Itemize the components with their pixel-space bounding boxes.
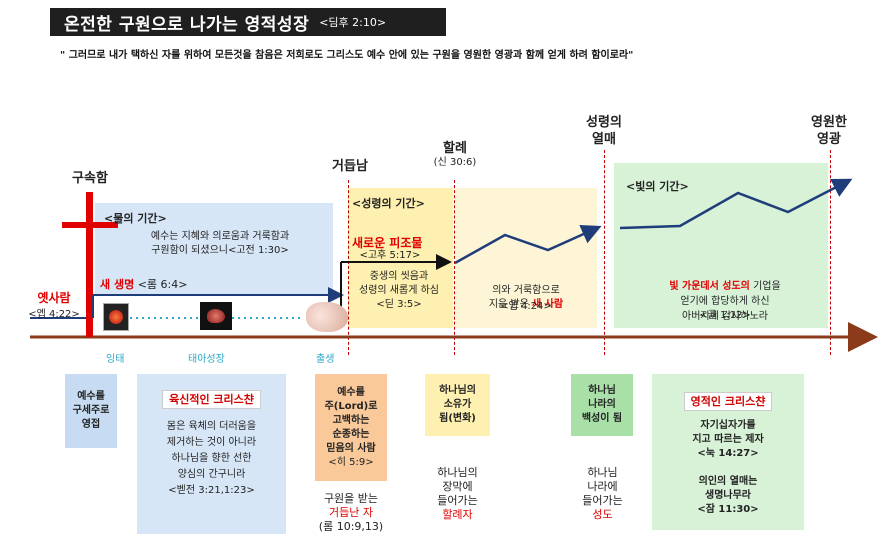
spirit-period-label: <성령의 기간>	[352, 197, 425, 210]
new-creation-ref: <고후 5:17>	[359, 250, 421, 261]
saint-caption: 하나님 나라에 들어가는 성도	[582, 466, 623, 521]
divider-eternal-glory	[830, 150, 831, 355]
box-confess-lord: 예수를 주(Lord)로 고백하는 순종하는 믿음의 사람 <히 5:9>	[315, 374, 387, 481]
page-title: 온전한 구원으로 나가는 영적성장	[64, 14, 310, 35]
fetus-icon	[200, 302, 232, 330]
label-redeemed: 구속함	[72, 171, 108, 186]
spiritual-christian-text: 자기십자가를 지고 따르는 제자 <눅 14:27> 의인의 열매는 생명나무라…	[692, 420, 764, 515]
box-spiritual-christian: 영적인 크리스챤 자기십자가를 지고 따르는 제자 <눅 14:27> 의인의 …	[652, 374, 804, 530]
quote-text: " 그러므로 내가 택하신 자를 위하여 모든것을 참음은 저희로도 그리스도 …	[60, 50, 634, 61]
circumcised-caption: 하나님의 장막에 들어가는 할례자	[437, 466, 478, 521]
light-period-ref: <골 1:12>	[699, 310, 751, 321]
cross-icon	[86, 192, 93, 337]
fleshly-christian-text: 몸은 육체의 더러움을 제거하는 것이 아니라 하나님을 향한 선한 양심의 간…	[166, 421, 257, 496]
baby-icon	[306, 302, 348, 332]
box-kingdom-citizen: 하나님 나라의 백성이 됨	[571, 374, 633, 436]
light-period-label: <빛의 기간>	[626, 180, 689, 193]
label-old-man: 옛사람	[37, 291, 71, 305]
holy-period-text: 의와 거룩함으로 지음 받은 새 사람	[488, 285, 564, 310]
box-god-possession: 하나님의 소유가 됨(변화)	[425, 374, 490, 436]
tag-fleshly-christian: 육신적인 크리스챤	[162, 390, 261, 409]
stage-conception: 잉태	[106, 354, 125, 365]
water-period-text: 예수는 지혜와 의로움과 거룩함과 구원함이 되셨으니<고전 1:30>	[150, 231, 290, 256]
stage-fetal-growth: 태아성장	[188, 354, 225, 365]
born-again-caption: 구원을 받는 거듭난 자 (롬 10:9,13)	[318, 492, 384, 533]
spirit-period-text: 중생의 씻음과 성령의 새롭게 하심 <딛 3:5>	[359, 271, 439, 310]
divider-circumcision	[454, 180, 455, 355]
box-fleshly-christian: 육신적인 크리스챤 몸은 육체의 더러움을 제거하는 것이 아니라 하나님을 향…	[137, 374, 286, 534]
water-period-label: <물의 기간>	[104, 212, 167, 225]
tag-spiritual-christian: 영적인 크리스챤	[683, 392, 773, 411]
light-period-text: 빛 가운데서 성도의 기업을 얻기에 합당하게 하신 아버지께 감사하노라	[669, 281, 781, 322]
stage-birth: 출생	[316, 354, 335, 365]
box-accept-savior: 예수를 구세주로 영접	[65, 374, 117, 448]
divider-spirit-fruit	[604, 150, 605, 355]
label-spirit-fruit: 성령의 열매	[586, 115, 622, 147]
title-reference: <딤후 2:10>	[319, 16, 387, 29]
spirit-period-box	[348, 188, 453, 328]
water-period-box	[95, 203, 333, 296]
label-eternal-glory: 영원한 영광	[811, 115, 847, 147]
label-circumcision: 할례	[443, 141, 467, 156]
label-old-man-ref: <엡 4:22>	[28, 309, 80, 320]
divider-born-again	[348, 180, 349, 355]
label-new-life: 새 생명 <롬 6:4>	[100, 278, 188, 291]
title-bar: 온전한 구원으로 나가는 영적성장 <딤후 2:10>	[50, 8, 446, 36]
new-creation-label: 새로운 피조물	[352, 236, 423, 250]
holy-period-ref: <엡 4:24>	[500, 301, 552, 312]
label-circumcision-ref: (신 30:6)	[433, 157, 477, 168]
label-born-again: 거듭남	[332, 159, 368, 174]
conception-icon	[103, 303, 129, 331]
